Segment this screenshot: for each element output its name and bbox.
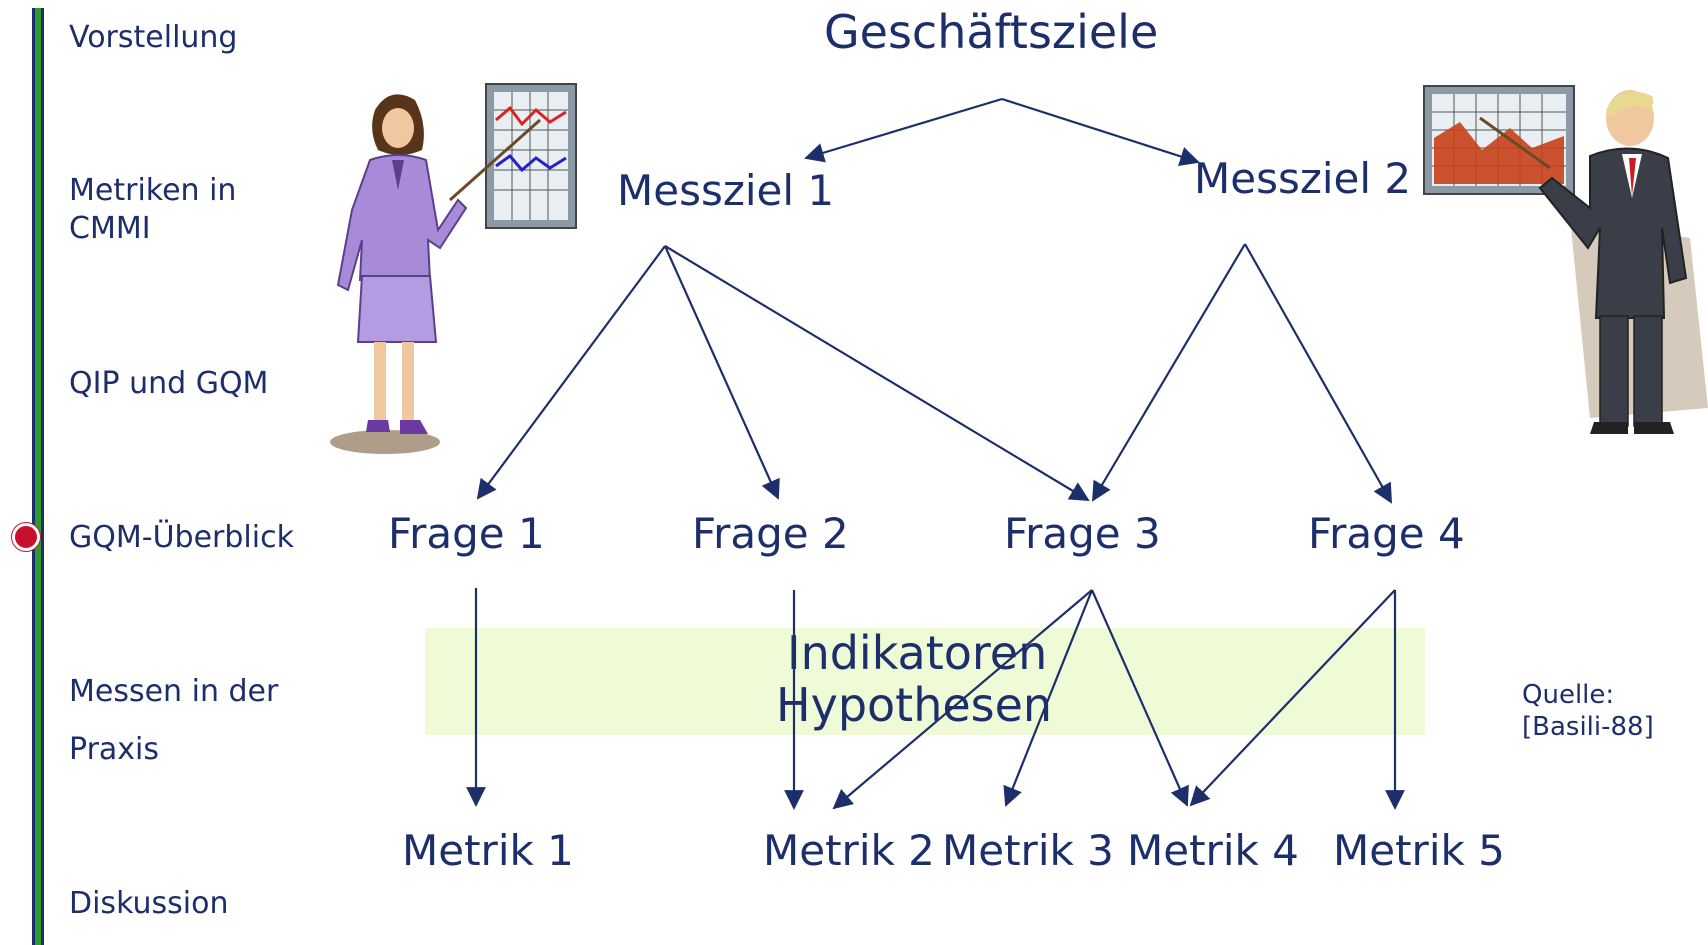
nav-item-qip-und-gqm[interactable]: QIP und GQM [69, 366, 269, 401]
nav-item-metriken-label-2: CMMI [69, 211, 151, 246]
node-question-2: Frage 2 [692, 509, 849, 558]
node-metric-5: Metrik 5 [1333, 826, 1505, 875]
arrow-obj1-q3 [664, 245, 1090, 502]
nav-item-messen-in-der[interactable]: Messen in der [69, 674, 279, 709]
nav-item-vorstellung[interactable]: Vorstellung [69, 20, 238, 55]
nav-item-praxis[interactable]: Praxis [69, 732, 159, 767]
node-metric-2: Metrik 2 [763, 826, 935, 875]
source-citation: Quelle: [Basili-88] [1522, 679, 1654, 743]
presenter-man-icon [1423, 85, 1708, 434]
nav-item-gqm-ueberblick[interactable]: GQM-Überblick [69, 520, 294, 555]
indicator-band [425, 628, 1425, 735]
node-question-4: Frage 4 [1308, 509, 1465, 558]
arrow-q3-m3 [1003, 589, 1094, 807]
nav-item-metriken-in-cmmi[interactable]: Metriken in CMMI [69, 172, 236, 248]
source-label: Quelle: [1522, 680, 1615, 710]
arrow-obj1-q2 [663, 245, 780, 500]
band-label: Indikatoren Hypothesen [776, 627, 1052, 731]
node-metric-3: Metrik 3 [942, 826, 1114, 875]
arrow-obj2-q4 [1244, 243, 1392, 504]
band-label-indicators: Indikatoren [787, 626, 1048, 680]
arrow-obj2-q3 [1091, 243, 1246, 502]
nav-item-metriken-label-1: Metriken in [69, 173, 237, 208]
nav-current-marker [12, 523, 40, 551]
arrow-obj1-q1 [476, 245, 666, 500]
nav-progress-bar [32, 8, 44, 945]
node-metric-4: Metrik 4 [1127, 826, 1299, 875]
node-objective-1: Messziel 1 [617, 166, 835, 215]
node-objective-2: Messziel 2 [1194, 154, 1412, 203]
arrow-q4-m4 [1189, 589, 1396, 807]
node-question-3: Frage 3 [1004, 509, 1161, 558]
arrow-goal-objective1 [804, 97, 1003, 163]
arrow-q3-m4 [1090, 589, 1189, 807]
source-reference: [Basili-88] [1522, 712, 1654, 742]
presenter-woman-icon [330, 83, 577, 454]
node-metric-1: Metrik 1 [402, 826, 574, 875]
node-question-1: Frage 1 [388, 509, 545, 558]
band-label-hypotheses: Hypothesen [776, 678, 1053, 732]
arrow-goal-objective2 [1001, 97, 1200, 166]
nav-item-diskussion[interactable]: Diskussion [69, 886, 229, 921]
arrow-q3-m2 [832, 589, 1093, 810]
node-business-goals: Geschäftsziele [824, 5, 1159, 59]
